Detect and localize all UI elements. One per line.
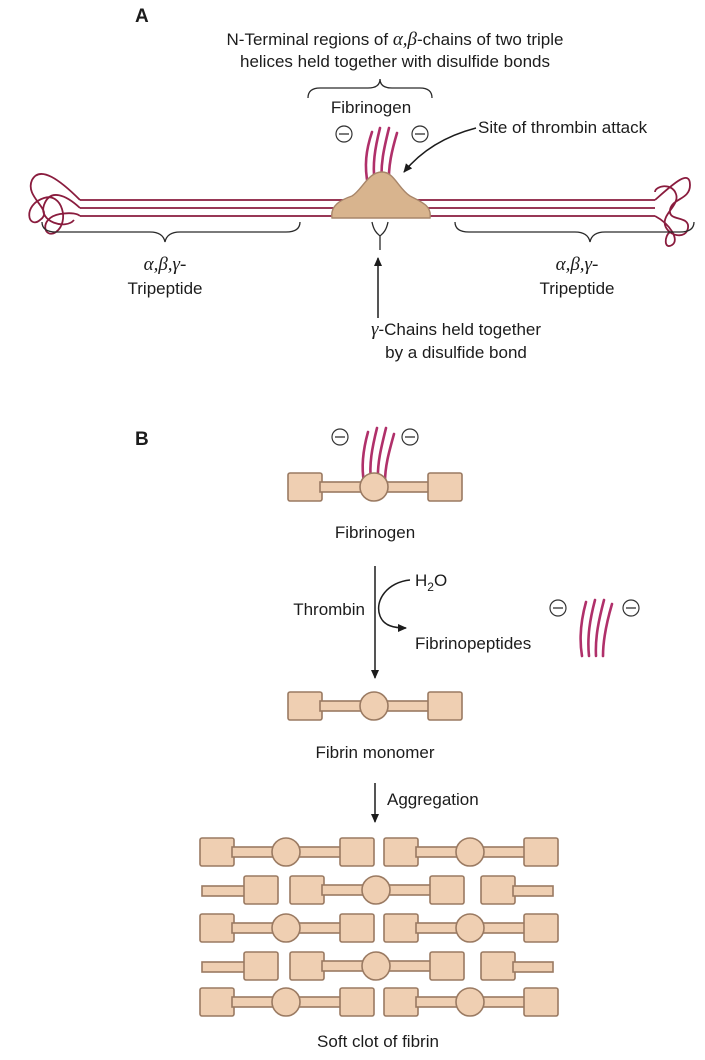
gamma-label-line1: γ-Chains held together xyxy=(371,319,541,340)
clot-monomer xyxy=(199,913,375,943)
left-greek-label: α,β,γ- xyxy=(144,254,187,275)
left-brace xyxy=(41,221,301,243)
gamma-fork xyxy=(371,221,389,250)
fibrinogen-b-label: Fibrinogen xyxy=(335,523,415,542)
clot-monomer-fragment xyxy=(201,951,279,981)
fibrinopeptides-label: Fibrinopeptides xyxy=(415,634,531,653)
negative-charge-icon xyxy=(401,428,419,446)
fibrinogen-label: Fibrinogen xyxy=(331,98,411,117)
released-fibrinopeptide-strands xyxy=(579,598,614,658)
clot-monomer-fragment xyxy=(480,875,554,905)
central-nodule xyxy=(331,171,431,219)
clot-monomer xyxy=(383,987,559,1017)
fibrinogen-molecule xyxy=(287,472,463,502)
n-terminal-label-line2: helices held together with disulfide bon… xyxy=(240,52,550,71)
negative-charge-icon xyxy=(549,599,567,617)
water-label: H2O xyxy=(415,571,447,594)
clot-monomer xyxy=(199,837,375,867)
left-coil xyxy=(28,173,81,235)
soft-clot-lattice xyxy=(199,837,559,1017)
panel-a-letter: A xyxy=(135,6,149,27)
clot-monomer-fragment xyxy=(201,875,279,905)
central-brace xyxy=(307,78,433,99)
right-brace xyxy=(454,221,695,243)
fibrin-monomer-molecule xyxy=(287,691,463,721)
soft-clot-label: Soft clot of fibrin xyxy=(317,1032,439,1051)
right-greek-label: α,β,γ- xyxy=(556,254,599,275)
thrombin-site-arrow xyxy=(403,127,477,173)
aggregation-label: Aggregation xyxy=(387,790,479,809)
panel-b-letter: B xyxy=(135,429,149,450)
right-tripeptide-label: Tripeptide xyxy=(540,279,615,298)
right-coil xyxy=(654,177,691,247)
negative-charge-icon xyxy=(411,125,429,143)
clot-monomer xyxy=(289,951,465,981)
negative-charge-icon xyxy=(335,125,353,143)
left-tripeptide-label: Tripeptide xyxy=(128,279,203,298)
fibrin-monomer-label: Fibrin monomer xyxy=(315,743,434,762)
thrombin-site-label: Site of thrombin attack xyxy=(478,118,648,137)
panel-a: A N-Terminal regions of α,β-chains of tw… xyxy=(28,6,695,362)
gamma-label-line2: by a disulfide bond xyxy=(385,343,527,362)
clot-monomer xyxy=(199,987,375,1017)
negative-charge-icon xyxy=(331,428,349,446)
thrombin-label: Thrombin xyxy=(293,600,365,619)
clot-monomer xyxy=(383,913,559,943)
clot-monomer xyxy=(383,837,559,867)
panel-b: B Fibrinogen Thrombin H2O Fibrinopeptide… xyxy=(135,426,640,1051)
n-terminal-label-line1: N-Terminal regions of α,β-chains of two … xyxy=(227,29,564,50)
clot-monomer-fragment xyxy=(480,951,554,981)
clot-monomer xyxy=(289,875,465,905)
negative-charge-icon xyxy=(622,599,640,617)
water-curve-arrow xyxy=(377,579,411,632)
